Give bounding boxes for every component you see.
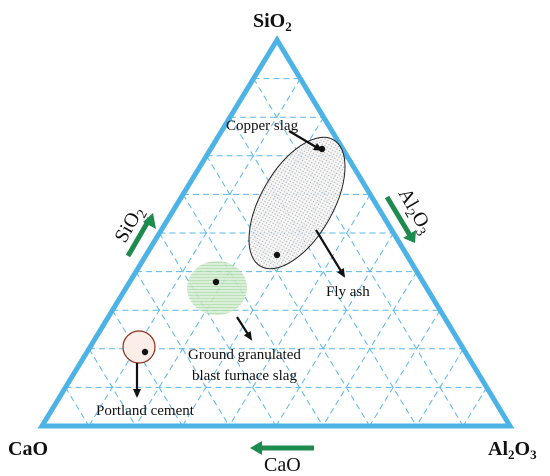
bottom-axis-label: CaO [264,454,301,476]
fly-ash-arrow [315,229,346,278]
vertex-left-label: CaO [8,438,48,460]
portland-cement-point [141,348,149,356]
grid-line [369,309,441,427]
grid-line [462,387,488,427]
ggbfs-label-line1: Ground granulated [188,347,301,363]
fly-ash-point [273,251,281,259]
copper-slag-arrow [288,130,323,152]
fly-ash-region [248,136,346,270]
vertex-right-label: Al2O3 [488,438,537,462]
grid-line [65,387,90,427]
grid-line [275,232,394,427]
triangle-outline [37,35,515,429]
ggbfs-label-line2: blast furnace slag [192,368,297,384]
portland-cement-label: Portland cement [96,403,195,419]
fly-ash-label: Fly ash [326,284,370,300]
vertex-top-label: SiO2 [253,10,292,34]
copper-slag-label: Copper slag [226,118,299,134]
grid-line [112,309,183,427]
portland-cement-region [122,330,156,364]
al2o3-axis-arrow [384,195,416,243]
sio2-axis-arrow [125,213,156,258]
grid-line [206,155,371,427]
ggbfs-arrow [236,316,253,341]
ggbfs-region [187,261,247,315]
grid-line [229,116,417,427]
grid-line [159,232,277,427]
grid-line [88,78,301,427]
ggbfs-point [212,278,220,286]
cao-axis-arrow [250,441,314,455]
grid-line [253,78,464,427]
